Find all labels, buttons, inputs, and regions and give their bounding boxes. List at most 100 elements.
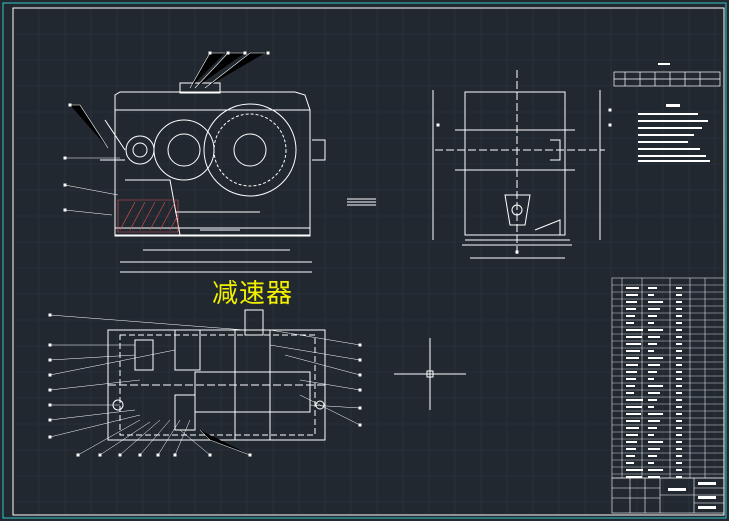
- parts-row-text: [626, 476, 642, 478]
- gearbox-top-view[interactable]: [107, 309, 326, 441]
- parts-row-text: [676, 413, 682, 415]
- balloon-dot: [608, 123, 612, 127]
- parts-row-text: [626, 364, 638, 366]
- balloon-dot: [208, 51, 212, 55]
- parts-row-text: [648, 476, 660, 478]
- balloon-dot: [358, 373, 362, 377]
- balloon-dot: [358, 388, 362, 392]
- crosshair-cursor-icon: [394, 338, 466, 410]
- side-view-balloons: [436, 108, 612, 254]
- balloon-dot: [63, 183, 67, 187]
- parts-row-text: [676, 469, 682, 471]
- parts-row-text: [626, 469, 643, 471]
- parts-row-text: [626, 336, 642, 338]
- drawing-title: 减速器: [212, 279, 294, 309]
- parts-row-text: [648, 441, 663, 443]
- parts-row-text: [648, 399, 657, 401]
- parts-row-text: [626, 434, 638, 436]
- balloon-dot: [48, 435, 52, 439]
- parts-row-text: [648, 469, 663, 471]
- parts-row-text: [676, 427, 682, 429]
- parts-row-text: [676, 385, 682, 387]
- parts-row-text: [648, 329, 663, 331]
- parts-row-text: [626, 385, 635, 387]
- parts-row-text: [676, 441, 682, 443]
- parts-row-text: [648, 392, 660, 394]
- balloon-dot: [63, 156, 67, 160]
- parts-row-text: [626, 448, 636, 450]
- balloon-dot: [358, 406, 362, 410]
- parts-row-text: [626, 343, 641, 345]
- parts-row-text: [676, 329, 682, 331]
- parts-row-text: [626, 308, 636, 310]
- balloon-dot: [243, 51, 247, 55]
- parts-row-text: [676, 322, 682, 324]
- parts-row-text: [676, 364, 682, 366]
- balloon-dot: [48, 388, 52, 392]
- parts-row-text: [648, 294, 654, 296]
- balloon-dot: [48, 313, 52, 317]
- parts-row-text: [626, 329, 643, 331]
- parts-row-text: [648, 427, 657, 429]
- parts-row-text: [626, 406, 642, 408]
- parts-row-text: [626, 392, 634, 394]
- dimension-symbol: [347, 198, 376, 206]
- parts-row-text: [676, 371, 682, 373]
- parts-row-text: [676, 287, 682, 289]
- balloon-dot: [358, 423, 362, 427]
- parts-row-text: [648, 315, 657, 317]
- front-view-leaders: [64, 52, 265, 216]
- drawing-border-inner: [12, 7, 725, 516]
- parts-row-text: [676, 336, 682, 338]
- parts-row-text: [676, 406, 682, 408]
- balloon-dot: [248, 453, 252, 457]
- parts-row-text: [626, 294, 638, 296]
- parts-row-text: [648, 448, 660, 450]
- parts-row-text: [626, 287, 639, 289]
- parts-row-text: [648, 455, 657, 457]
- balloon-dot: [436, 123, 440, 127]
- balloon-dot: [358, 343, 362, 347]
- balloon-dot: [48, 373, 52, 377]
- balloon-dot: [76, 453, 80, 457]
- parts-row-text: [648, 462, 654, 464]
- parts-row-text: [676, 448, 682, 450]
- parts-row-text: [648, 364, 660, 366]
- parts-row-text: [626, 315, 635, 317]
- front-view-balloons: [63, 51, 270, 212]
- parts-row-text: [676, 420, 682, 422]
- parts-row-text: [648, 434, 654, 436]
- balloon-dot: [226, 51, 230, 55]
- balloon-dot: [208, 453, 212, 457]
- parts-row-text: [626, 378, 636, 380]
- parts-row-text: [648, 322, 654, 324]
- parts-row-text: [626, 357, 639, 359]
- balloon-dot: [118, 453, 122, 457]
- gearbox-front-view[interactable]: [100, 82, 326, 273]
- technical-characteristics-table: [613, 63, 721, 87]
- technical-requirements-notes: [638, 104, 710, 162]
- parts-row-text: [648, 350, 654, 352]
- parts-row-text: [676, 350, 682, 352]
- parts-row-text: [648, 343, 657, 345]
- parts-row-text: [676, 392, 682, 394]
- parts-row-text: [648, 385, 663, 387]
- balloon-dot: [48, 418, 52, 422]
- parts-row-text: [626, 455, 635, 457]
- parts-row-text: [626, 322, 634, 324]
- gearbox-side-view[interactable]: [432, 70, 605, 259]
- balloon-dot: [48, 403, 52, 407]
- parts-row-text: [648, 378, 654, 380]
- parts-row-text: [648, 336, 660, 338]
- balloon-dot: [266, 51, 270, 55]
- parts-row-text: [626, 371, 637, 373]
- balloon-dot: [515, 250, 519, 254]
- parts-row-text: [648, 308, 660, 310]
- parts-row-text: [676, 315, 682, 317]
- parts-row-text: [676, 378, 682, 380]
- balloon-dot: [98, 453, 102, 457]
- parts-row-text: [648, 371, 657, 373]
- parts-row-text: [676, 399, 682, 401]
- parts-row-text: [676, 294, 682, 296]
